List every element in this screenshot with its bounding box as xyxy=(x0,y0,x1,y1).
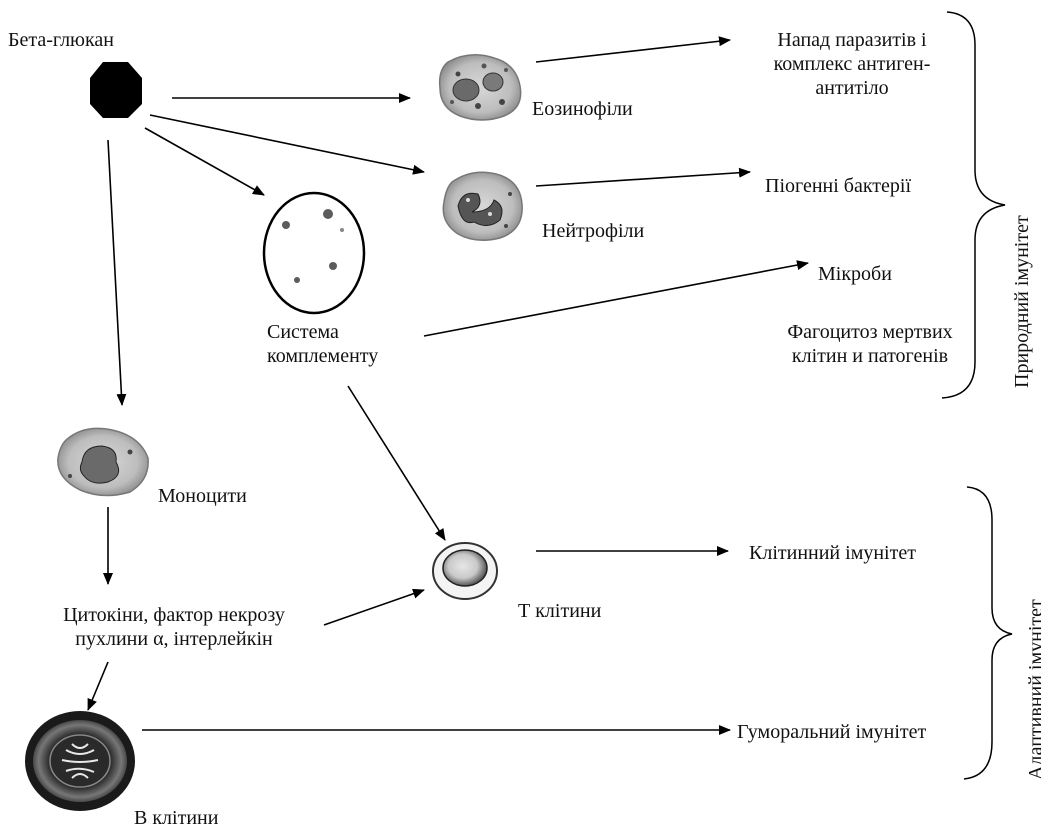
neutrophil-cell-icon xyxy=(442,171,523,241)
innate-immunity-label: Природний імунітет xyxy=(1011,215,1033,388)
pyogenic-bacteria-label: Піогенні бактерії xyxy=(765,175,912,197)
adaptive-immunity-brace xyxy=(963,486,1013,780)
arrow-complement-tcells xyxy=(347,385,446,541)
cellular-immunity-label: Клітинний імунітет xyxy=(749,542,916,564)
t-cells-label: Т клітини xyxy=(518,600,602,622)
complement-label: Система комплементу xyxy=(267,321,379,367)
adaptive-immunity-label: Адаптивний імунітет xyxy=(1025,599,1041,780)
arrow-glucan-complement xyxy=(144,127,265,196)
b-cell-icon xyxy=(25,711,135,811)
arrow-glucan-neutrophils xyxy=(149,114,425,175)
monocyte-cell-icon xyxy=(57,427,149,497)
t-cell-icon xyxy=(432,542,498,600)
microbes-label: Мікроби xyxy=(818,263,892,285)
complement-system-icon xyxy=(262,191,366,315)
arrow-cytokines-bcells xyxy=(87,661,109,711)
arrow-glucan-monocytes xyxy=(107,139,127,406)
monocytes-label: Моноцити xyxy=(158,485,247,507)
eosinophils-label: Еозинофіли xyxy=(532,98,633,120)
beta-glucan-particle-icon xyxy=(90,62,142,118)
beta-glucan-label: Бета-глюкан xyxy=(8,29,114,51)
eosinophil-cell-icon xyxy=(438,54,522,121)
cytokines-label: Цитокіни, фактор некрозу пухлини α, інте… xyxy=(63,604,285,650)
parasite-attack-label: Напад паразитів і комплекс антиген- анти… xyxy=(773,29,931,99)
arrow-eosinophils-parasites xyxy=(535,36,731,63)
neutrophils-label: Нейтрофіли xyxy=(542,220,645,242)
arrow-cytokines-tcells xyxy=(323,588,425,626)
innate-immunity-brace xyxy=(941,11,1006,399)
phagocytosis-label: Фагоцитоз мертвих клітин и патогенів xyxy=(787,321,953,367)
b-cells-label: В клітини xyxy=(134,807,219,829)
humoral-immunity-label: Гуморальний імунітет xyxy=(737,721,927,743)
arrow-neutrophils-bacteria xyxy=(535,167,751,187)
flow-arrows xyxy=(87,36,809,735)
arrow-complement-microbes xyxy=(423,260,809,337)
